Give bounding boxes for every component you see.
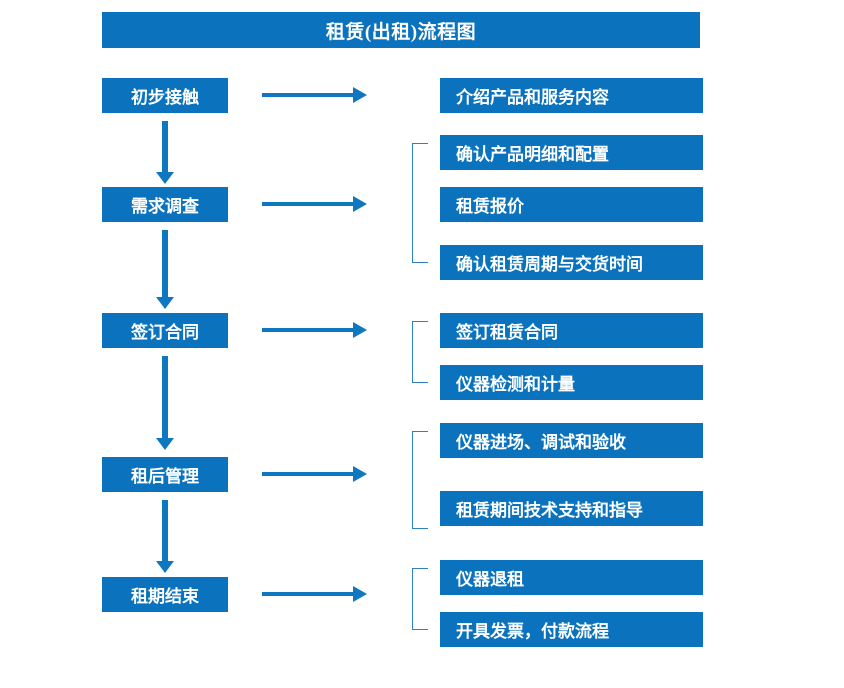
arrow-right-icon-4 bbox=[262, 472, 354, 476]
stage-node-1[interactable]: 初步接触 bbox=[102, 78, 228, 113]
detail-box-3-1[interactable]: 签订租赁合同 bbox=[440, 313, 703, 348]
arrow-right-icon-3 bbox=[262, 328, 354, 332]
arrow-right-icon-2 bbox=[262, 202, 354, 206]
detail-box-4-2[interactable]: 租赁期间技术支持和指导 bbox=[440, 491, 703, 526]
stage-node-5[interactable]: 租期结束 bbox=[102, 577, 228, 612]
page-title: 租赁(出租)流程图 bbox=[102, 12, 700, 48]
group-bracket-4 bbox=[412, 431, 428, 529]
arrow-down-icon-1 bbox=[162, 121, 168, 173]
arrow-down-icon-2 bbox=[162, 230, 168, 298]
detail-box-5-1[interactable]: 仪器退租 bbox=[440, 560, 703, 595]
detail-box-2-3[interactable]: 确认租赁周期与交货时间 bbox=[440, 245, 703, 280]
group-bracket-5 bbox=[412, 568, 428, 630]
stage-node-2[interactable]: 需求调查 bbox=[102, 187, 228, 222]
detail-box-4-1[interactable]: 仪器进场、调试和验收 bbox=[440, 423, 703, 458]
arrow-right-icon-5 bbox=[262, 592, 354, 596]
group-bracket-2 bbox=[412, 143, 428, 263]
detail-box-2-2[interactable]: 租赁报价 bbox=[440, 187, 703, 222]
group-bracket-3 bbox=[412, 321, 428, 383]
arrow-right-icon-1 bbox=[262, 93, 354, 97]
detail-box-1-1[interactable]: 介绍产品和服务内容 bbox=[440, 78, 703, 113]
detail-box-3-2[interactable]: 仪器检测和计量 bbox=[440, 365, 703, 400]
arrow-down-icon-3 bbox=[162, 356, 168, 439]
detail-box-2-1[interactable]: 确认产品明细和配置 bbox=[440, 135, 703, 170]
stage-node-4[interactable]: 租后管理 bbox=[102, 457, 228, 492]
detail-box-5-2[interactable]: 开具发票，付款流程 bbox=[440, 612, 703, 647]
arrow-down-icon-4 bbox=[162, 500, 168, 562]
stage-node-3[interactable]: 签订合同 bbox=[102, 313, 228, 348]
